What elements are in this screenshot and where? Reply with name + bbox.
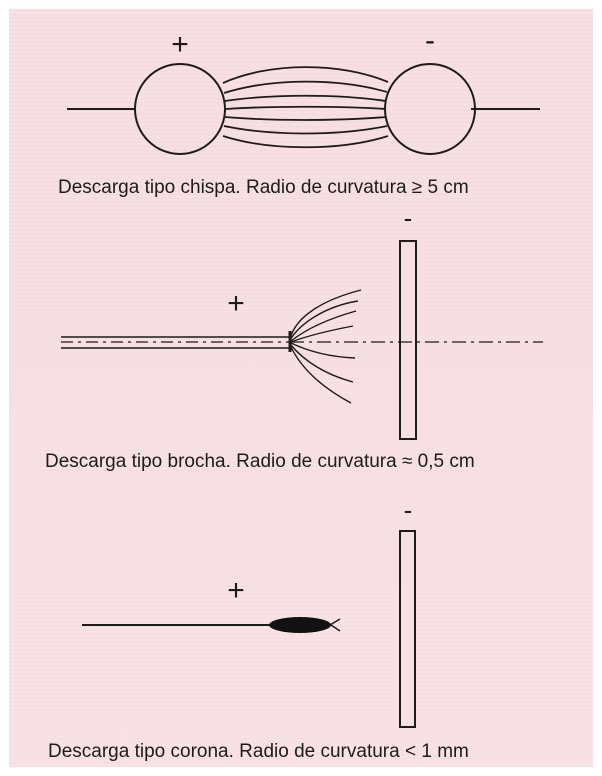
- spark-plus-sign: +: [171, 28, 189, 61]
- brush-plus-sign: +: [227, 287, 245, 320]
- corona-negative-plate: [399, 530, 416, 728]
- corona-plus-sign: +: [227, 574, 245, 607]
- brush-filament: [289, 289, 362, 340]
- corona-discharge-group: + - Descarga tipo corona. Radio de curva…: [48, 495, 469, 762]
- corona-caption: Descarga tipo corona. Radio de curvatura…: [48, 741, 469, 762]
- corona-minus-sign: -: [404, 495, 413, 525]
- corona-glow: [269, 617, 331, 633]
- spark-channel-line: [224, 116, 387, 121]
- brush-negative-plate: [399, 240, 417, 440]
- spark-channel-line: [224, 94, 387, 102]
- brush-filament: [289, 344, 352, 404]
- spark-channel-line: [222, 135, 389, 149]
- brush-minus-sign: -: [404, 203, 413, 233]
- brush-filament: [289, 300, 359, 341]
- spark-channel-line: [223, 80, 388, 94]
- spark-minus-sign: -: [425, 24, 435, 57]
- brush-filament: [290, 342, 356, 359]
- brush-discharge-group: + - Descarga tipo brocha. Radio de curva…: [45, 203, 543, 472]
- spark-channel-line: [222, 66, 389, 84]
- brush-filament: [289, 343, 354, 383]
- brush-caption: Descarga tipo brocha. Radio de curvatura…: [45, 451, 475, 472]
- figure-panel: [9, 9, 593, 767]
- spark-channel-line: [223, 125, 388, 135]
- spark-caption: Descarga tipo chispa. Radio de curvatura…: [58, 177, 469, 198]
- spark-discharge-group: + - Descarga tipo chispa. Radio de curva…: [58, 24, 540, 198]
- spark-channel-line: [224, 105, 387, 110]
- spark-right-sphere: [384, 63, 476, 155]
- brush-filament: [290, 310, 357, 342]
- brush-filament: [290, 325, 354, 343]
- corona-spark: [330, 624, 341, 632]
- corona-spark: [329, 618, 341, 626]
- spark-left-sphere: [134, 63, 226, 155]
